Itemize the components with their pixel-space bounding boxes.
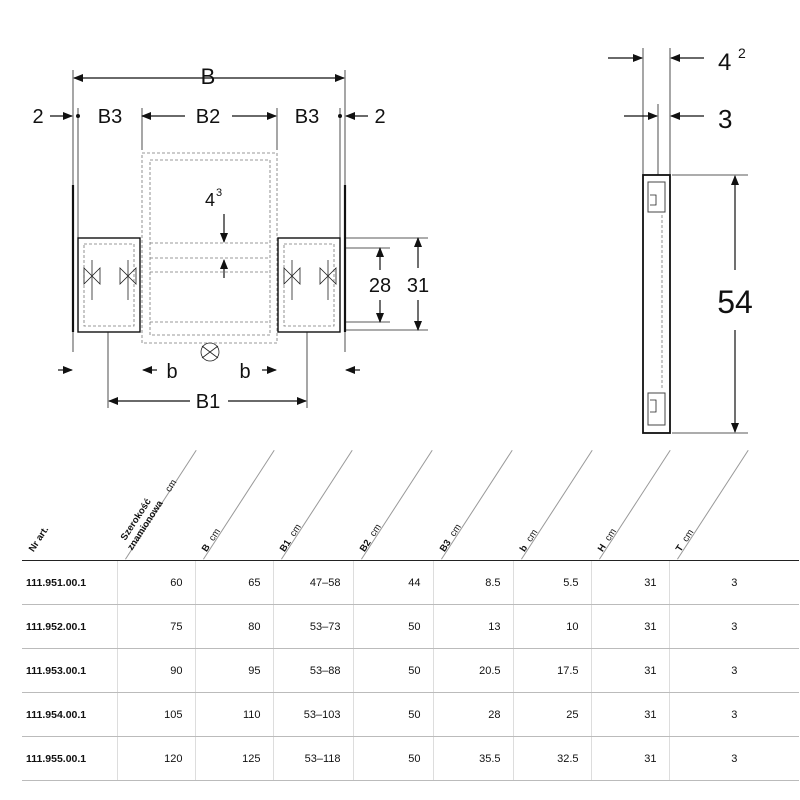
cell-b: 5.5: [513, 560, 592, 605]
dim-b-right: b: [239, 361, 250, 383]
cell-H: 31: [591, 604, 670, 649]
dim-B2-label: B2: [196, 106, 220, 128]
col-header-b: bcm: [513, 449, 593, 561]
dim-side-3-label: 3: [718, 104, 732, 134]
cell-nr: 111.954.00.1: [22, 692, 118, 737]
cell-B1: 53–103: [273, 692, 354, 737]
cell-szerokosc: 75: [117, 604, 196, 649]
cell-b: 17.5: [513, 648, 592, 693]
cell-nr: 111.955.00.1: [22, 736, 118, 781]
col-header-B2: B2cm: [353, 449, 433, 561]
cell-B3: 28: [433, 692, 514, 737]
spec-table: Nr art. Szerokość znamionowacm Bcm B1cm …: [22, 449, 799, 781]
table-row: 111.955.00.1 120 125 53–118 50 35.5 32.5…: [22, 736, 799, 781]
table-row: 111.954.00.1 105 110 53–103 50 28 25 31 …: [22, 692, 799, 737]
cell-H: 31: [591, 648, 670, 693]
cell-B2: 50: [353, 648, 434, 693]
cell-B3: 8.5: [433, 560, 514, 605]
cell-b: 10: [513, 604, 592, 649]
table-row: 111.951.00.1 60 65 47–58 44 8.5 5.5 31 3: [22, 560, 799, 605]
cell-B3: 35.5: [433, 736, 514, 781]
cell-szerokosc: 60: [117, 560, 196, 605]
cell-B3: 13: [433, 604, 514, 649]
dim-B-label: B: [201, 64, 216, 89]
technical-drawing: B 2 B3 B2 B3 2 4 3: [32, 45, 753, 434]
dim-B1-label: B1: [196, 391, 220, 413]
cell-H: 31: [591, 692, 670, 737]
cell-H: 31: [591, 736, 670, 781]
col-header-H: Hcm: [591, 449, 671, 561]
dim-2-left: 2: [32, 106, 43, 128]
col-header-nr: Nr art.: [22, 462, 117, 561]
cell-b: 25: [513, 692, 592, 737]
cell-B3: 20.5: [433, 648, 514, 693]
right-valves: [283, 260, 337, 300]
cell-szerokosc: 90: [117, 648, 196, 693]
col-header-B1: B1cm: [273, 449, 353, 561]
dim-4-label: 4: [205, 190, 215, 210]
cell-B1: 47–58: [273, 560, 354, 605]
dim-28-label: 28: [369, 275, 391, 297]
cell-b: 32.5: [513, 736, 592, 781]
col-header-szerokosc: Szerokość znamionowacm: [117, 449, 197, 561]
dim-4-sup: 3: [216, 187, 222, 199]
cell-nr: 111.952.00.1: [22, 604, 118, 649]
cell-T: 3: [669, 736, 799, 781]
cell-T: 3: [669, 604, 799, 649]
cell-nr: 111.953.00.1: [22, 648, 118, 693]
dim-side-4-sup: 2: [738, 45, 746, 61]
table-row: 111.952.00.1 75 80 53–73 50 13 10 31 3: [22, 604, 799, 649]
col-header-T: Tcm: [669, 449, 799, 561]
cell-B: 95: [195, 648, 274, 693]
cell-B: 125: [195, 736, 274, 781]
dim-B3-right: B3: [295, 106, 319, 128]
cell-B1: 53–88: [273, 648, 354, 693]
dim-2-right: 2: [374, 106, 385, 128]
cell-T: 3: [669, 648, 799, 693]
cell-B1: 53–118: [273, 736, 354, 781]
cell-B: 80: [195, 604, 274, 649]
dim-31-label: 31: [407, 275, 429, 297]
left-valves: [83, 260, 137, 300]
cell-B: 110: [195, 692, 274, 737]
cell-B2: 50: [353, 736, 434, 781]
dim-54-label: 54: [717, 284, 753, 320]
cell-T: 3: [669, 560, 799, 605]
cell-szerokosc: 120: [117, 736, 196, 781]
cell-H: 31: [591, 560, 670, 605]
cell-B2: 50: [353, 604, 434, 649]
dim-B3-left: B3: [98, 106, 122, 128]
cell-B2: 44: [353, 560, 434, 605]
cell-B: 65: [195, 560, 274, 605]
table-row: 111.953.00.1 90 95 53–88 50 20.5 17.5 31…: [22, 648, 799, 693]
col-header-B: Bcm: [195, 449, 275, 561]
cell-B1: 53–73: [273, 604, 354, 649]
cell-nr: 111.951.00.1: [22, 560, 118, 605]
col-header-B3: B3cm: [433, 449, 513, 561]
cell-B2: 50: [353, 692, 434, 737]
dim-b-left: b: [166, 361, 177, 383]
cell-T: 3: [669, 692, 799, 737]
cell-szerokosc: 105: [117, 692, 196, 737]
table-header-row: Nr art. Szerokość znamionowacm Bcm B1cm …: [22, 449, 799, 561]
dim-side-4-label: 4: [718, 49, 731, 76]
side-view: 4 2 3 54: [608, 45, 753, 434]
front-view: B 2 B3 B2 B3 2 4 3: [32, 64, 429, 413]
